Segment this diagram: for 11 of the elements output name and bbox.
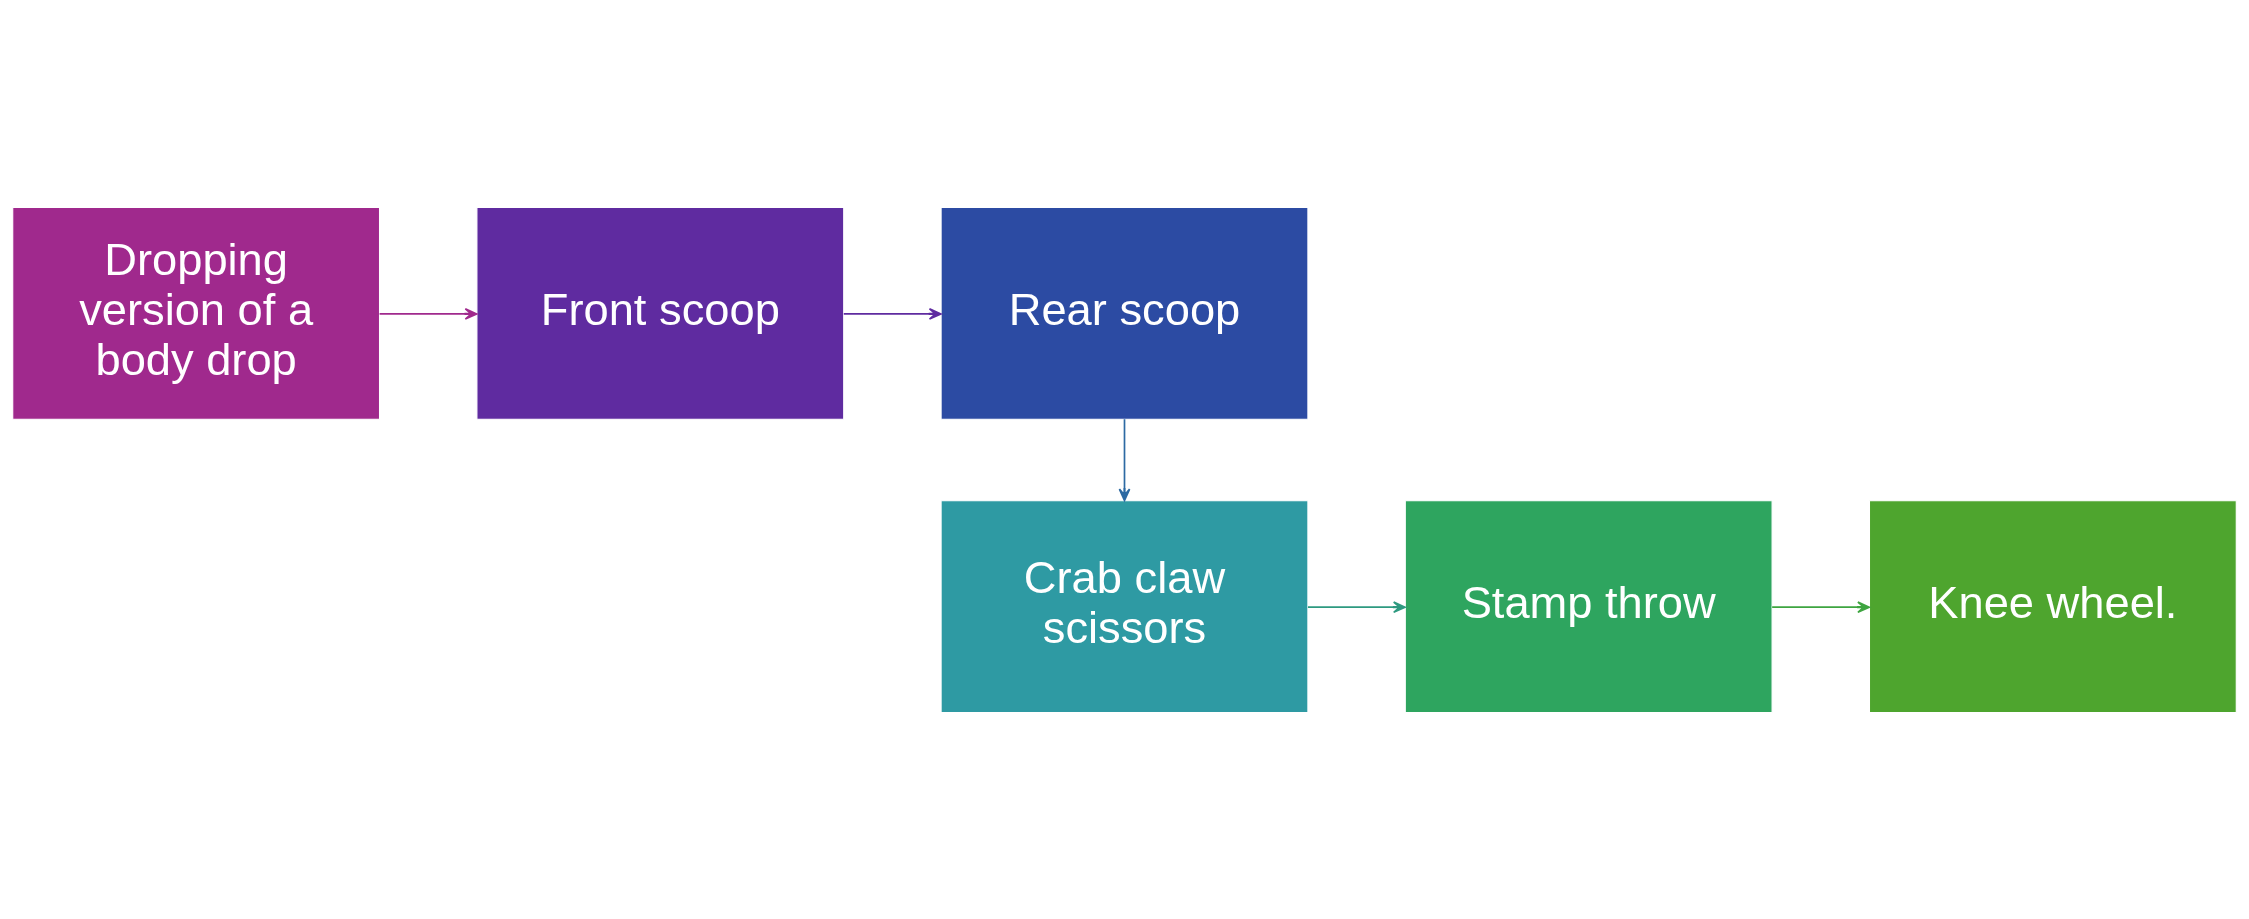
node-box: Crab claw scissors — [940, 499, 1309, 713]
arrow — [1307, 600, 1406, 613]
arrow — [842, 307, 942, 320]
arrow — [378, 307, 478, 320]
node-box: Stamp throw — [1404, 499, 1773, 713]
node-box: Knee wheel. — [1868, 499, 2237, 713]
node-box: Front scoop — [476, 206, 845, 420]
node-box: Rear scoop — [940, 206, 1309, 420]
arrow — [1118, 417, 1131, 501]
node-box: Dropping version of a body drop — [12, 206, 381, 420]
arrow — [1771, 600, 1871, 613]
